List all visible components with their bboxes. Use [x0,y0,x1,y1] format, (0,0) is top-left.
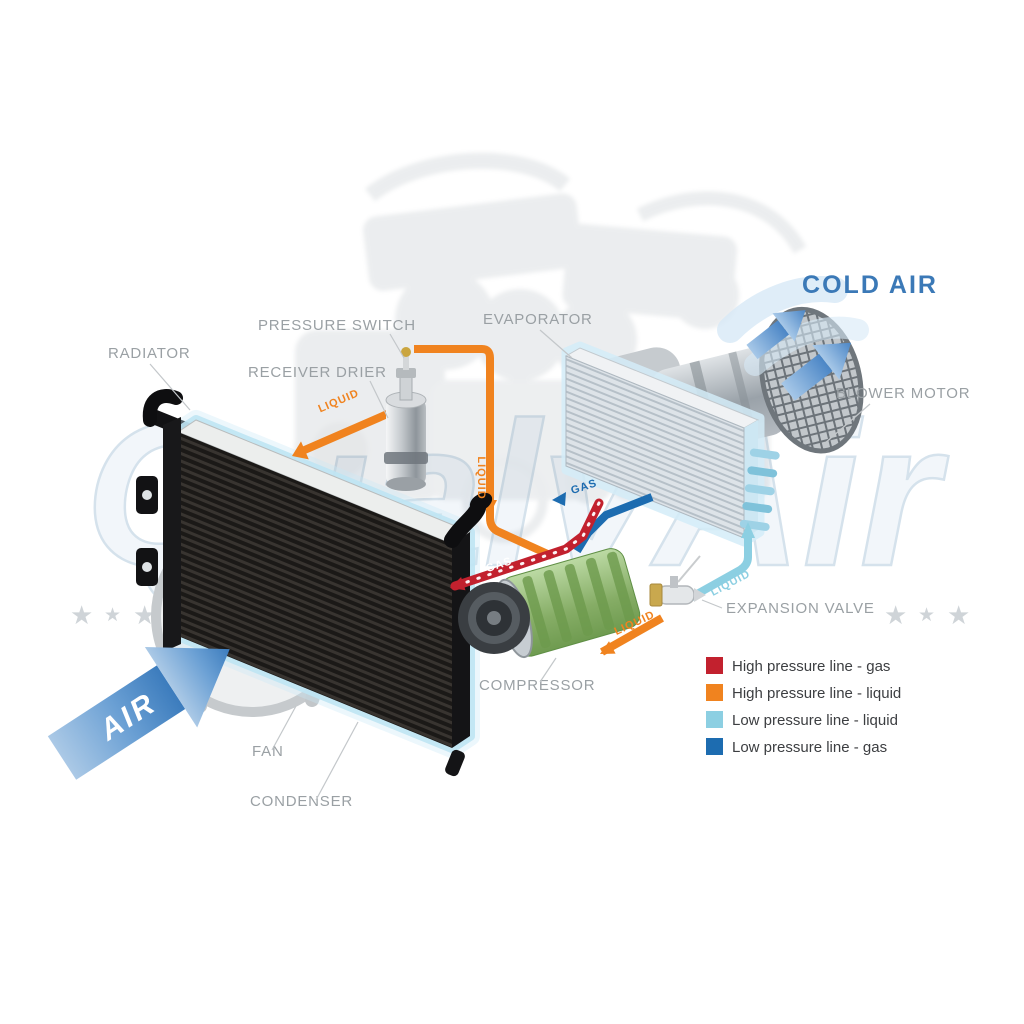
legend: High pressure line - gas High pressure l… [706,657,901,756]
watermark-stars: ★ ★ ★ ★ ★ ★ [70,600,970,630]
flow-arrow [292,441,309,460]
legend-swatch-low-liquid [706,711,723,728]
pipe-high-pressure-gas [450,498,604,591]
star-icon: ★ [884,600,907,630]
pipe-high-pressure-liquid-condenser [292,408,396,460]
pipe-high-pressure-liquid-valve [600,614,664,656]
fan-label: FAN [252,743,284,760]
legend-item-high-gas: High pressure line - gas [706,657,890,675]
star-icon: ★ [133,600,156,630]
expansion-valve [649,555,706,607]
condenser [163,410,493,777]
cold-air-label: COLD AIR [802,271,938,299]
legend-item-high-liquid: High pressure line - liquid [706,684,901,702]
compressor [458,548,641,659]
evaporator [561,341,780,547]
legend-item-low-liquid: Low pressure line - liquid [706,711,898,729]
legend-label: High pressure line - gas [732,658,890,675]
compressor-label: COMPRESSOR [479,677,595,694]
star-icon: ★ [104,605,121,626]
condenser-label: CONDENSER [250,793,353,810]
pressure-switch [396,347,416,401]
expansion-valve-label: EXPANSION VALVE [726,600,875,617]
cold-air-arrow [746,310,806,360]
flow-arrow [600,641,616,654]
flow-arrow [450,577,466,591]
legend-item-low-gas: Low pressure line - gas [706,738,887,756]
flow-arrow [552,492,566,506]
evaporator-label: EVAPORATOR [483,311,593,328]
legend-label: High pressure line - liquid [732,685,901,702]
pressure-switch-label: PRESSURE SWITCH [258,317,416,334]
star-icon: ★ [70,600,93,630]
legend-label: Low pressure line - liquid [732,712,898,729]
cold-air-arrow [781,342,852,401]
cold-air-flow: COLD AIR [717,271,938,401]
legend-label: Low pressure line - gas [732,739,887,756]
pipe-low-pressure-liquid [688,522,755,602]
evaporator-coil [739,448,780,531]
star-icon: ★ [947,600,970,630]
legend-swatch-low-gas [706,738,723,755]
receiver-drier-label: RECEIVER DRIER [248,364,387,381]
legend-swatch-high-gas [706,657,723,674]
flow-label-liquid: LIQUID [475,456,487,499]
radiator-label: RADIATOR [108,345,191,362]
component-labels: RADIATOR PRESSURE SWITCH RECEIVER DRIER … [108,311,970,810]
star-icon: ★ [918,605,935,626]
blower-motor-label: BLOWER MOTOR [836,385,970,402]
flow-arrow [741,522,755,538]
receiver-drier [384,391,428,491]
legend-swatch-high-liquid [706,684,723,701]
